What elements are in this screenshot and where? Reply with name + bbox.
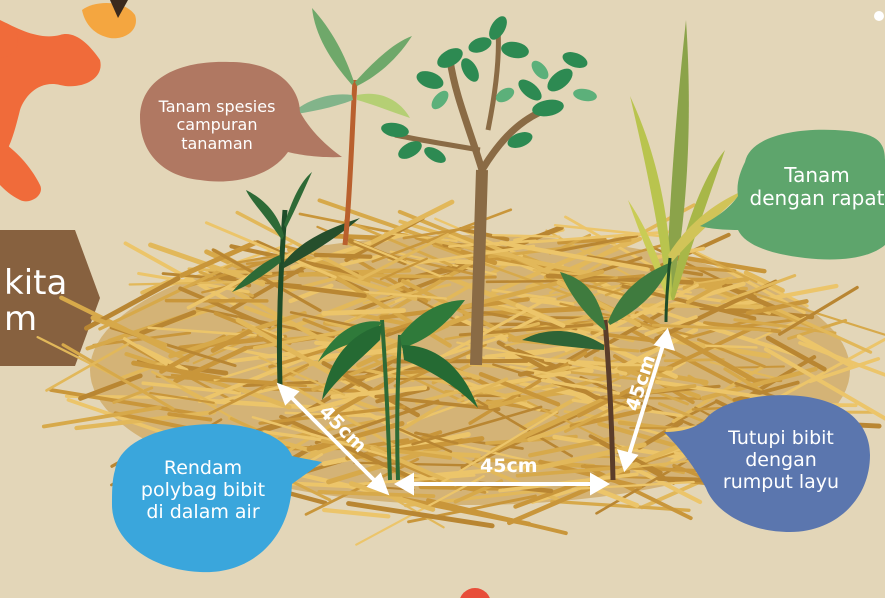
banner-line-1: kita	[4, 266, 67, 302]
straw-strand	[316, 255, 371, 257]
bottom-marker	[459, 588, 491, 598]
bubble-line: rumput layu	[706, 472, 856, 494]
banner-text: kita m	[4, 266, 67, 337]
bubble-cover-seedlings-text: Tutupi bibit dengan rumput layu	[706, 428, 856, 494]
bubble-line: Tutupi bibit	[706, 428, 856, 450]
bubble-line: polybag bibit	[118, 480, 288, 502]
bubble-line: dengan	[706, 450, 856, 472]
bubble-line: Rendam	[118, 458, 288, 480]
corner-dot	[874, 11, 884, 21]
bubble-mixed-species-text: Tanam spesies campuran tanaman	[142, 98, 292, 153]
bubble-line: di dalam air	[118, 502, 288, 524]
bubble-line: dengan rapat	[732, 187, 885, 210]
bubble-line: campuran	[142, 116, 292, 134]
bubble-line: Tanam	[732, 164, 885, 187]
straw-strand	[324, 510, 388, 516]
orangutan-illustration	[0, 0, 136, 201]
bubble-line: tanaman	[142, 135, 292, 153]
straw-strand	[493, 235, 559, 237]
bubble-soak-polybag-text: Rendam polybag bibit di dalam air	[118, 458, 288, 524]
straw-strand	[706, 346, 756, 348]
straw-strand	[324, 311, 404, 314]
distance-label-horizontal: 45cm	[480, 455, 538, 477]
straw-strand	[730, 366, 784, 367]
bubble-line: Tanam spesies	[142, 98, 292, 116]
straw-strand	[487, 281, 617, 282]
straw-strand	[442, 277, 496, 278]
banner-line-2: m	[4, 302, 67, 338]
bubble-plant-dense-text: Tanam dengan rapat	[732, 164, 885, 210]
